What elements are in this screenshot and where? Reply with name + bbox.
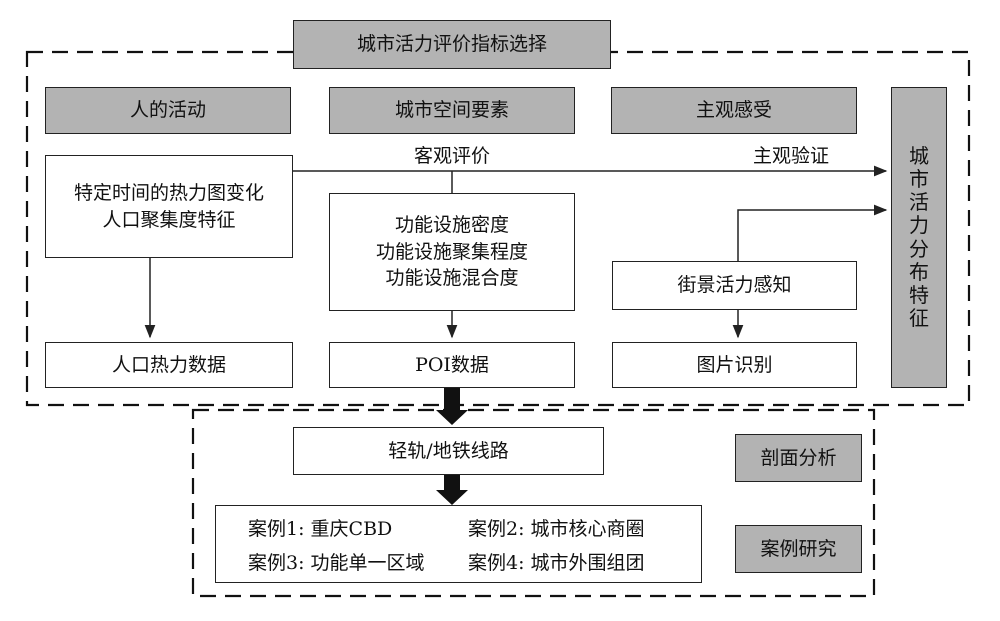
category-subjective-perception: 主观感受 (611, 87, 857, 134)
case-item: 案例2: 城市核心商圈 (468, 517, 645, 540)
case-item: 案例3: 功能单一区域 (248, 551, 425, 574)
poi-data-box: POI数据 (329, 342, 575, 388)
arrow-streetview-to-result (737, 204, 888, 261)
case-list-box: 案例1: 重庆CBD 案例2: 城市核心商圈 案例3: 功能单一区域 案例4: … (215, 505, 702, 583)
indicator-heatmap-change: 特定时间的热力图变化 (73, 181, 264, 204)
case-item: 案例4: 城市外围组团 (468, 551, 645, 574)
indicator-group-frame (25, 50, 971, 407)
indicator-facility-agglomeration: 功能设施聚集程度 (375, 240, 528, 263)
spatial-indicators-box: 功能设施密度 功能设施聚集程度 功能设施混合度 (329, 193, 575, 311)
indicator-population-aggregation: 人口聚集度特征 (102, 208, 236, 231)
case-item: 案例1: 重庆CBD (248, 517, 393, 540)
method-case-study: 案例研究 (735, 525, 862, 573)
thick-arrow-to-line (436, 387, 468, 425)
result-vitality-distribution: 城 市 活 力 分 布 特 征 (891, 87, 947, 388)
indicator-facility-density: 功能设施密度 (394, 214, 509, 237)
human-indicators-box: 特定时间的热力图变化 人口聚集度特征 (45, 155, 293, 258)
title-box: 城市活力评价指标选择 (293, 20, 611, 69)
image-recognition-box: 图片识别 (612, 342, 857, 388)
title-text: 城市活力评价指标选择 (356, 33, 547, 56)
category-human-activity: 人的活动 (45, 87, 291, 134)
thick-arrow-to-cases (436, 474, 468, 505)
transit-line-box: 轻轨/地铁线路 (293, 427, 604, 475)
method-section-analysis: 剖面分析 (735, 434, 862, 482)
streetview-perception-box: 街景活力感知 (612, 261, 857, 310)
label-subjective-verification: 主观验证 (753, 145, 830, 168)
label-objective-evaluation: 客观评价 (414, 145, 491, 168)
category-spatial-elements: 城市空间要素 (329, 87, 575, 134)
analysis-group-frame (191, 408, 876, 598)
heat-data-box: 人口热力数据 (45, 342, 293, 388)
indicator-facility-mix: 功能设施混合度 (385, 267, 519, 290)
